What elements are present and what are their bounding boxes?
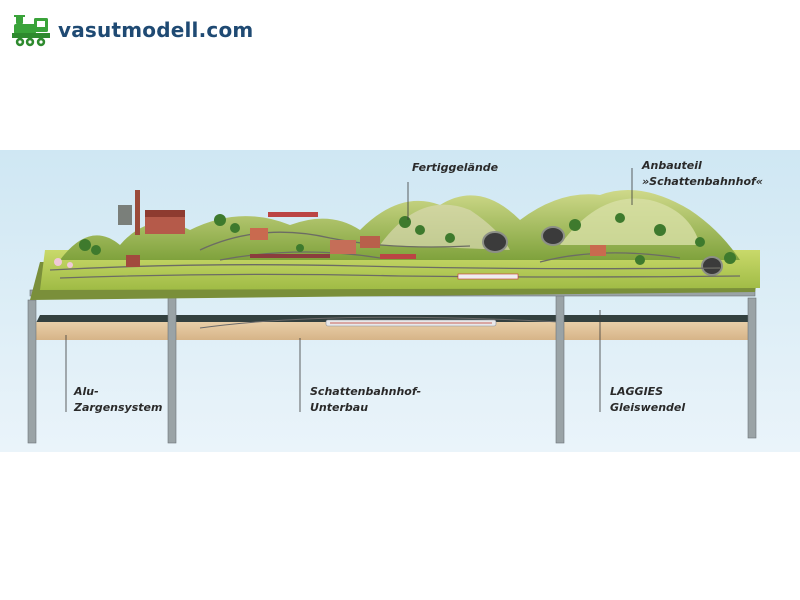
label-annex: Anbauteil »Schattenbahnhof« xyxy=(642,159,763,188)
label-staging: Schattenbahnhof- Unterbau xyxy=(310,385,422,414)
label-helix: LAGGIES Gleiswendel xyxy=(610,385,686,414)
steam-locomotive-icon xyxy=(12,15,50,47)
model-railway-layout-drawing xyxy=(0,150,800,452)
layout-illustration: Fertiggelände Anbauteil »Schattenbahnhof… xyxy=(0,150,800,452)
logo-text: vasutmodell.com xyxy=(58,18,254,42)
terrain-board xyxy=(30,190,760,300)
label-terrain: Fertiggelände xyxy=(412,161,499,174)
staging-shelf xyxy=(30,315,755,340)
site-logo[interactable]: vasutmodell.com xyxy=(10,12,253,48)
label-frame: Alu- Zargensystem xyxy=(74,385,163,414)
